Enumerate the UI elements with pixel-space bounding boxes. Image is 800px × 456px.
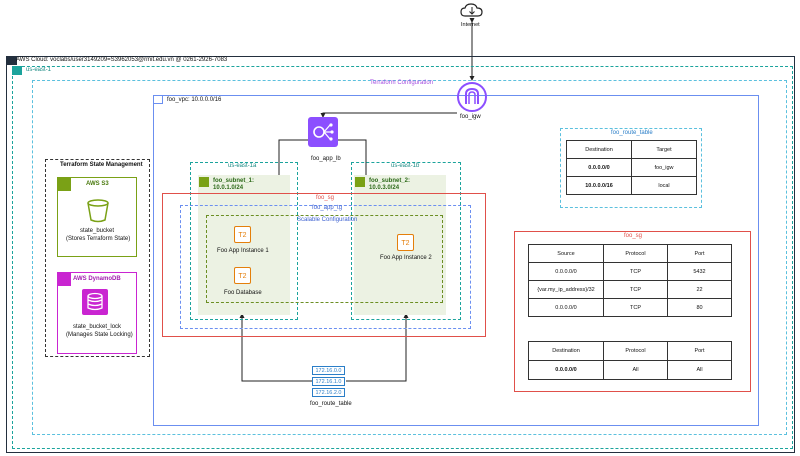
table-cell: 10.0.0.0/16 <box>566 176 632 195</box>
vpc-label: foo_vpc: 10.0.0.0/16 <box>167 97 222 103</box>
column-header: Protocol <box>603 244 668 263</box>
sg-rules-title: foo_sg <box>624 233 643 239</box>
table-cell: All <box>667 360 732 380</box>
internet-label: Internet <box>461 22 480 28</box>
region-label: us-east-1 <box>26 67 52 73</box>
az-us-east-1a <box>190 162 298 320</box>
table-cell: 80 <box>667 298 732 317</box>
internet-icon <box>460 2 484 25</box>
route-entry: 172.16.2.0 <box>312 388 345 397</box>
state-mgmt-title: Terraform State Management <box>60 162 143 168</box>
s3-bucket-desc: (Stores Terraform State) <box>66 236 131 242</box>
subnet-1 <box>198 175 290 315</box>
scalable-configuration-group <box>206 215 443 303</box>
az2-label: us-east-1b <box>391 163 420 169</box>
terraform-config-group <box>32 80 787 435</box>
dynamodb-icon <box>57 272 71 286</box>
route-entry: 172.16.0.0 <box>312 366 345 375</box>
s3-icon <box>57 177 71 191</box>
security-group <box>162 193 486 337</box>
table-cell: 22 <box>667 280 732 299</box>
column-header: Protocol <box>603 341 668 361</box>
terraform-config-label: Terraform Configuration <box>370 80 434 86</box>
database-instance-icon: T2 <box>234 267 251 284</box>
state-management-group <box>45 159 150 357</box>
table-cell: 0.0.0.0/0 <box>528 262 604 281</box>
table-cell: 5432 <box>667 262 732 281</box>
column-header: Port <box>667 244 732 263</box>
table-cell: 0.0.0.0/0 <box>528 360 604 380</box>
region-flag-icon <box>12 66 22 75</box>
column-header: Destination <box>566 140 632 159</box>
dynamodb-name: state_bucket_lock <box>73 324 122 330</box>
column-header: Destination <box>528 341 604 361</box>
column-header: Target <box>631 140 697 159</box>
region-group <box>12 66 793 449</box>
table-cell: TCP <box>603 298 668 317</box>
dynamodb-table-icon <box>82 289 108 315</box>
dynamodb-group <box>57 272 137 354</box>
igw-lb-connector <box>320 112 457 118</box>
aws-logo-icon <box>6 56 17 65</box>
vpc-group <box>153 95 759 426</box>
bucket-icon <box>85 198 111 229</box>
dynamodb-desc: (Manages State Locking) <box>66 332 133 338</box>
load-balancer-icon <box>308 117 338 147</box>
vpc-icon <box>153 95 163 104</box>
table-cell: TCP <box>603 280 668 299</box>
s3-title: AWS S3 <box>86 181 109 187</box>
table-cell: 0.0.0.0/0 <box>528 298 604 317</box>
aws-cloud-label: AWS Cloud: voclabs/user3149209=S3962053@… <box>16 57 228 63</box>
aws-cloud-group <box>6 56 795 453</box>
sg-label: foo_sg <box>316 195 335 201</box>
table-cell: local <box>631 176 697 195</box>
subnet2-label: foo_subnet_2: 10.0.3.0/24 <box>369 178 411 191</box>
s3-group <box>57 177 137 257</box>
column-header: Source <box>528 244 604 263</box>
asg-config-label: Scalable Configuration <box>297 217 358 223</box>
route-table-group <box>560 128 702 208</box>
az1-label: us-east-1a <box>228 163 257 169</box>
table-cell: TCP <box>603 262 668 281</box>
instance2-label: Foo App Instance 2 <box>380 255 432 261</box>
asg-label: foo_app_tg <box>312 205 343 211</box>
route-table-bottom-label: foo_route_table <box>310 401 352 407</box>
table-cell: All <box>603 360 668 380</box>
security-group-rules <box>514 231 751 392</box>
subnet1-label: foo_subnet_1: 10.0.1.0/24 <box>213 178 255 191</box>
lb-label: foo_app_lb <box>311 156 341 162</box>
az-us-east-1b <box>351 162 461 320</box>
column-header: Port <box>667 341 732 361</box>
dynamodb-title: AWS DynamoDB <box>73 276 121 282</box>
database-label: Foo Database <box>224 290 262 296</box>
subnet-1-lock-icon <box>199 177 209 187</box>
route-entry: 172.16.1.0 <box>312 377 345 386</box>
table-cell: foo_igw <box>631 158 697 177</box>
ec2-instance-icon-2: T2 <box>397 234 414 251</box>
subnet-2-lock-icon <box>355 177 365 187</box>
igw-label: foo_igw <box>460 114 481 120</box>
target-group <box>180 205 471 329</box>
instance1-label: Foo App Instance 1 <box>217 248 269 254</box>
route-table-title: foo_route_table <box>611 130 653 136</box>
table-cell: {var.my_ip_address}/32 <box>528 280 604 299</box>
table-cell: 0.0.0.0/0 <box>566 158 632 177</box>
s3-bucket-name: state_bucket <box>80 228 115 234</box>
internet-gateway-icon <box>457 82 487 112</box>
ec2-instance-icon: T2 <box>234 226 251 243</box>
